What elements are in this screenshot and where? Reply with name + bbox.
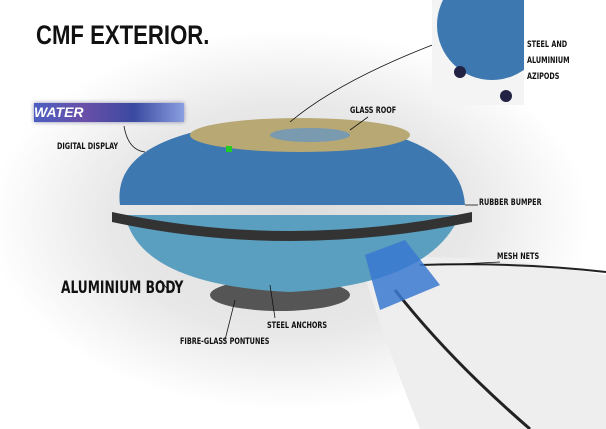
digital-display-screen: WATER [34,103,184,122]
leader-lines [123,41,501,341]
roof-hatch [270,128,350,142]
green-light [226,146,232,152]
azipod-wheel [500,90,512,102]
inset-hull [437,0,524,80]
azipod-wheel [454,66,466,78]
label-pontunes: FIBRE-GLASS PONTUNES [180,337,270,347]
label-azipods-3: AZIPODS [527,72,560,82]
label-aluminium-body: ALUMINIUM BODY [61,278,184,298]
page-title: CMF EXTERIOR. [36,20,210,50]
label-azipods-2: ALUMINIUM [527,56,570,66]
azipod-inset [432,0,524,105]
mesh-net [360,257,606,429]
label-rubber-bumper: RUBBER BUMPER [479,198,542,208]
label-steel-anchors: STEEL ANCHORS [267,321,328,331]
rubber-bumper [112,212,472,241]
display-text: WATER [34,104,84,120]
label-azipods-1: STEEL AND [527,40,568,50]
label-mesh-nets: MESH NETS [497,252,540,262]
label-digital-display: DIGITAL DISPLAY [57,142,119,152]
label-glass-roof: GLASS ROOF [350,106,397,116]
mesh-ramp [365,240,440,310]
cable [393,289,531,429]
